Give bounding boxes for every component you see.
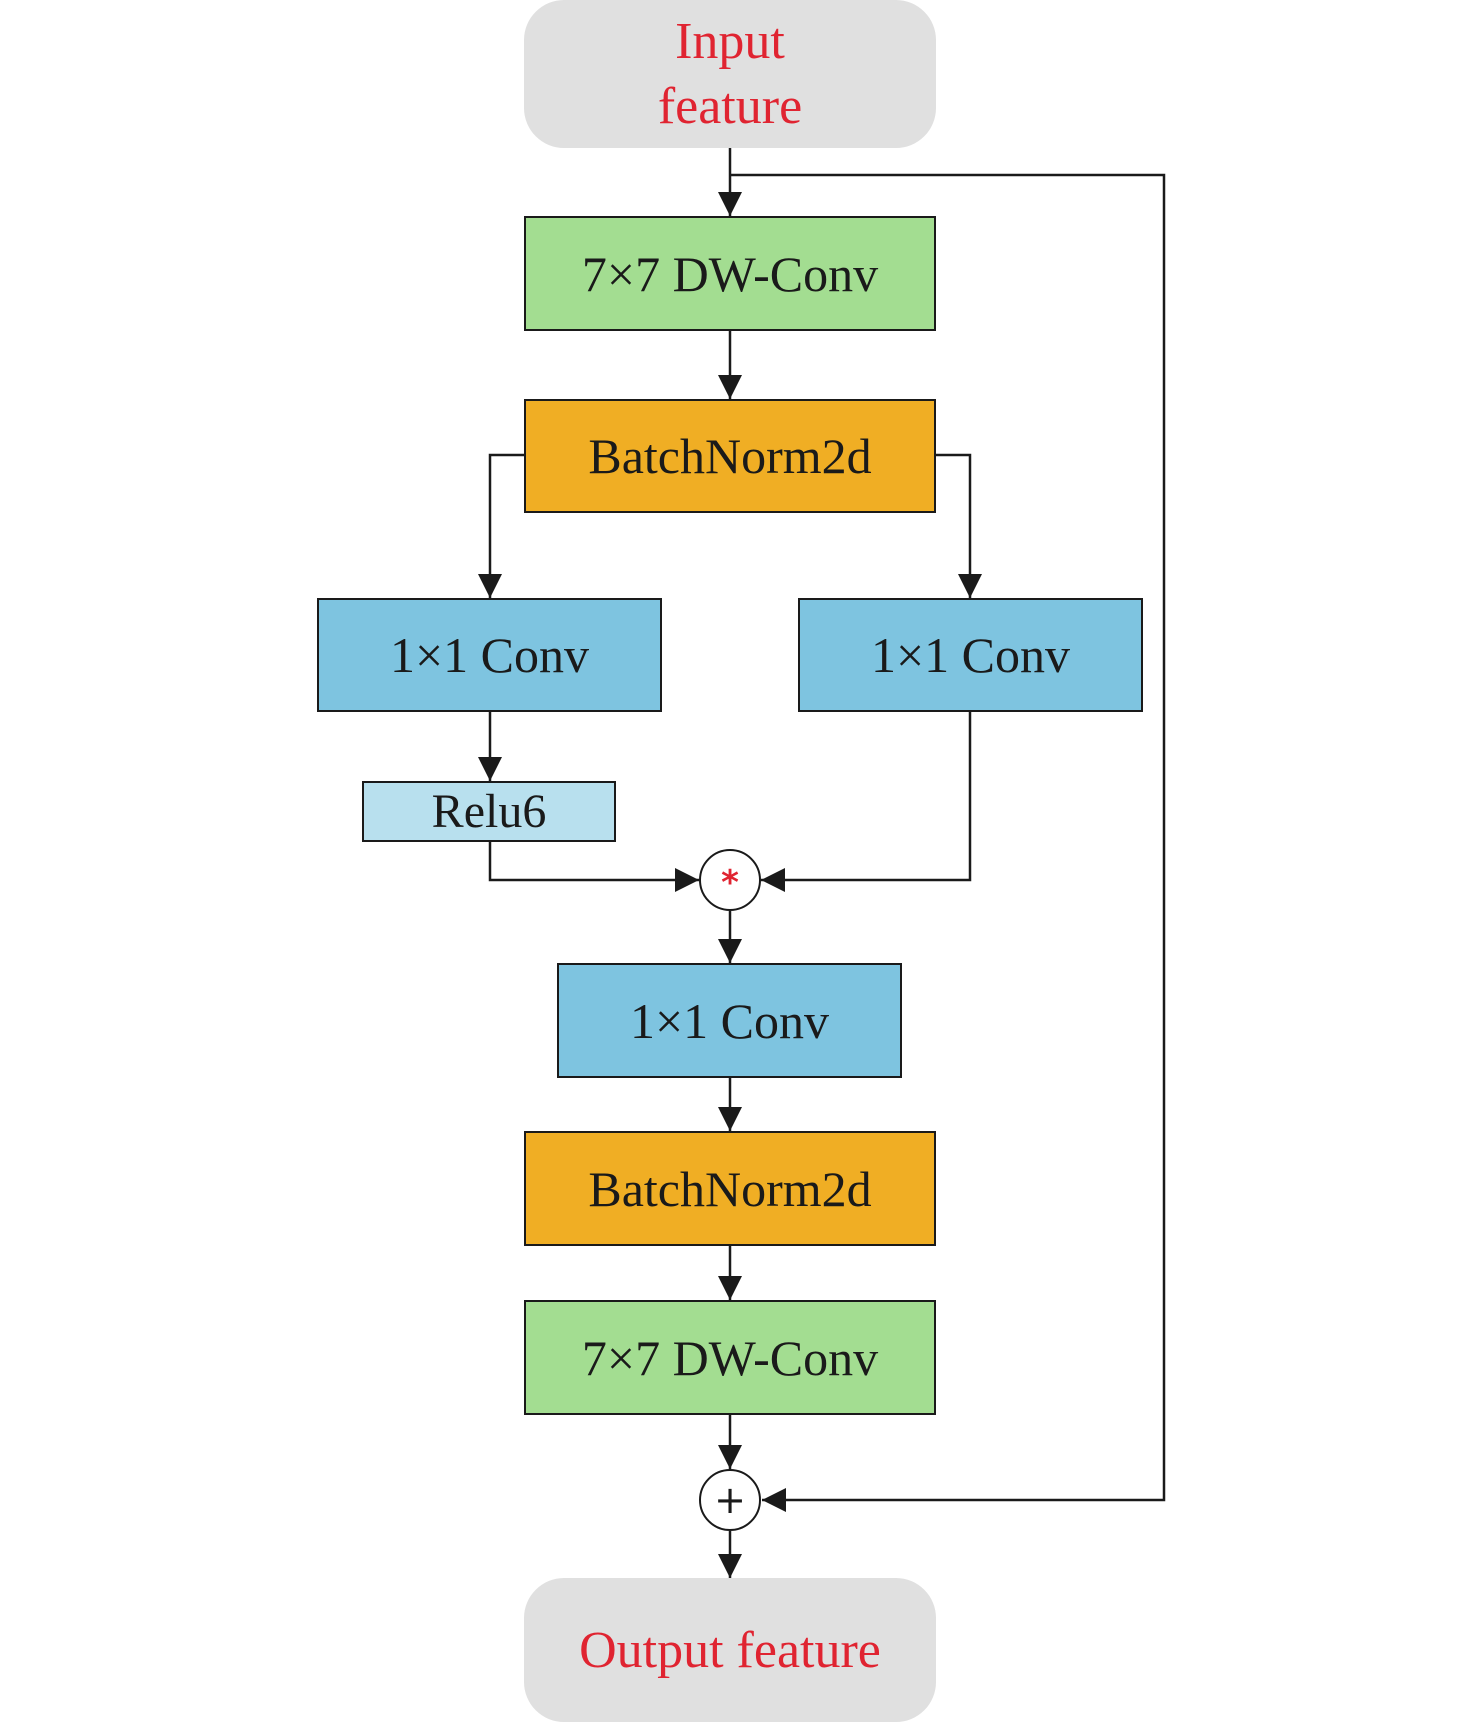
add-operator-icon: + [699,1469,761,1531]
conv-mid-block: 1×1 Conv [557,963,902,1078]
batchnorm-bottom-label: BatchNorm2d [588,1160,872,1217]
batchnorm-top-block: BatchNorm2d [524,399,936,513]
edge-bn-to-conv-left [478,453,524,598]
input-label-line1: Input [675,13,785,70]
batchnorm-top-label: BatchNorm2d [588,428,872,484]
edge-bn-to-conv-right [936,453,982,598]
conv-left-block: 1×1 Conv [317,598,662,712]
edge-conv-right-to-mul [761,712,972,892]
output-feature-node: Output feature [524,1578,936,1722]
multiply-symbol: * [721,863,739,903]
batchnorm-bottom-block: BatchNorm2d [524,1131,936,1246]
edge-relu-to-mul [488,842,699,892]
conv-right-label: 1×1 Conv [870,627,1071,683]
dwconv-bottom-block: 7×7 DW-Conv [524,1300,936,1415]
output-label: Output feature [579,1621,881,1679]
relu6-label: Relu6 [431,785,547,838]
dwconv-bottom-label: 7×7 DW-Conv [581,1329,879,1386]
conv-right-block: 1×1 Conv [798,598,1143,712]
dwconv-top-label: 7×7 DW-Conv [581,245,879,302]
input-label-line2: feature [657,78,803,135]
conv-mid-label: 1×1 Conv [629,992,830,1049]
relu6-block: Relu6 [362,781,616,842]
input-feature-node: Input feature [524,0,936,148]
conv-left-label: 1×1 Conv [389,627,590,683]
multiply-operator-icon: * [699,849,761,911]
add-symbol: + [714,1478,746,1522]
dwconv-top-block: 7×7 DW-Conv [524,216,936,331]
edge-skip-connection [730,173,1166,1512]
